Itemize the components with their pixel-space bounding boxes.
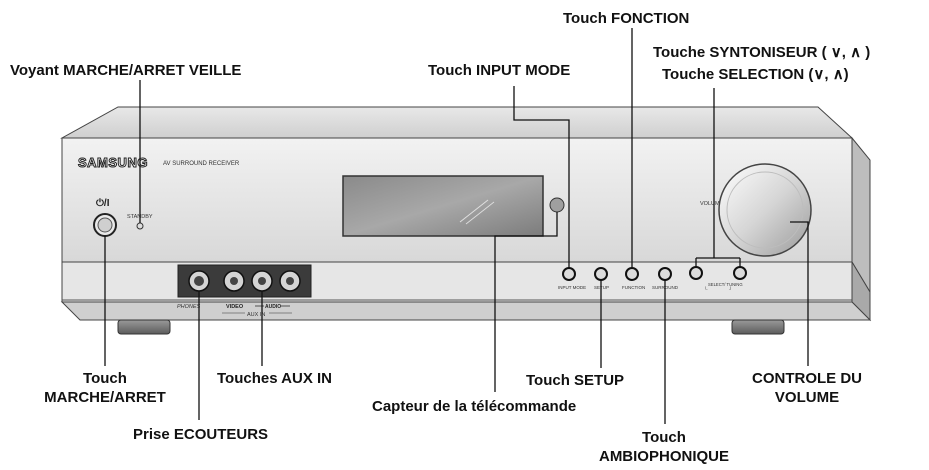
input-mode-label: INPUT MODE [558, 285, 586, 290]
callout-ambiophonique: Touch AMBIOPHONIQUE [596, 428, 732, 466]
surround-button[interactable] [658, 267, 672, 281]
setup-button[interactable] [594, 267, 608, 281]
callout-selection: Touche SELECTION (∨, ∧) [662, 66, 849, 83]
callout-input-mode: Touch INPUT MODE [428, 62, 571, 79]
right-foot [731, 319, 785, 335]
function-label: FUNCTION [622, 285, 645, 290]
model-label: AV SURROUND RECEIVER [163, 161, 240, 167]
standby-indicator [136, 222, 144, 230]
display-window [342, 175, 544, 237]
callout-fonction: Touch FONCTION [563, 10, 690, 27]
leader-lines [104, 28, 809, 424]
top-face [60, 106, 854, 139]
volume-label: VOLUME [700, 201, 724, 207]
callout-setup: Touch SETUP [526, 372, 625, 389]
volume-knob[interactable] [718, 163, 812, 257]
callout-marche-line1: Touch [83, 370, 127, 387]
left-foot [117, 319, 171, 335]
callout-ecouteurs: Prise ECOUTEURS [133, 426, 269, 443]
callout-aux-in: Touches AUX IN [217, 370, 333, 387]
select-tuning-down-button[interactable] [689, 266, 703, 280]
select-tuning-label: SELECT/ TUNING [708, 282, 743, 287]
callout-capteur: Capteur de la télécommande [372, 398, 577, 415]
video-label: VIDEO [226, 304, 244, 310]
power-symbol: ⏻/I [96, 197, 110, 209]
function-button[interactable] [625, 267, 639, 281]
callout-voyant: Voyant MARCHE/ARRET VEILLE [10, 62, 242, 79]
callout-marche-arret: Touch MARCHE/ARRET [43, 369, 167, 407]
brand-logo: SAMSUNG [78, 155, 148, 170]
aux-in-label: AUX IN [247, 312, 265, 318]
audio-label: AUDIO [265, 304, 281, 310]
bottom-trim [60, 301, 872, 321]
svg-text:└: └ [704, 286, 708, 293]
remote-sensor [549, 197, 565, 213]
callout-volume-line1: CONTROLE DU [752, 370, 862, 387]
callout-ambio-line2: AMBIOPHONIQUE [598, 448, 729, 465]
phones-label: PHONES [177, 304, 201, 310]
callout-volume: CONTROLE DU VOLUME [738, 369, 876, 407]
select-tuning-up-button[interactable] [733, 266, 747, 280]
callout-marche-line2: MARCHE/ARRET [44, 389, 166, 406]
input-mode-button[interactable] [562, 267, 576, 281]
svg-text:┘: ┘ [728, 286, 733, 293]
callout-volume-line2: VOLUME [774, 389, 840, 406]
callout-syntoniseur: Touche SYNTONISEUR ( ∨, ∧ ) [653, 44, 871, 61]
callout-ambio-line1: Touch [642, 429, 686, 446]
